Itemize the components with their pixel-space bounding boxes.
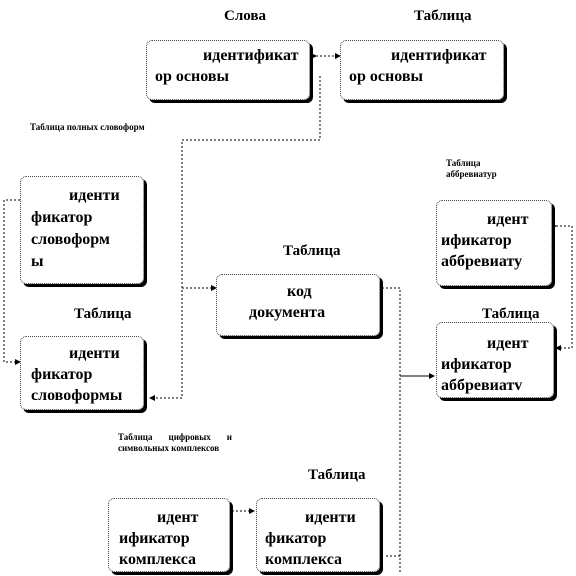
box-complex-1-line1: идент [157,509,199,526]
box-words-base: идентификат ор основы [146,40,310,100]
box-document: код документа [216,274,380,336]
box-words-base-line1: идентификат [203,47,299,64]
title-table-top: Таблица [414,8,472,24]
box-abbr-2-line1: идент [487,335,529,352]
box-abbr-2-line2: ификатор [441,356,512,373]
box-abbr-1: идент ификатор аббревиату [436,200,552,286]
box-abbr-1-line2: ификатор [441,232,512,249]
box-table-base-line1: идентификат [391,47,487,64]
box-abbr-1-line1: идент [487,211,529,228]
box-words-base-line2: ор основы [155,68,229,85]
box-complex-1: идент ификатор комплекса [108,498,230,572]
box-document-line1: код [287,283,312,300]
link-abbr-pair [551,223,573,351]
box-wordform-line1: иденти [69,345,120,362]
box-abbr-2: идент ификатор аббревиатv [436,322,554,398]
box-abbr-1-line3: аббревиату [441,253,523,270]
box-complex-2-line2: фикатор [265,530,327,547]
box-complex-2: иденти фикатор комплекса [256,498,380,572]
box-complex-1-line2: ификатор [119,530,190,547]
box-wordform: иденти фикатор словоформы [20,336,144,410]
box-full-wordform: иденти фикатор словоформ ы [20,176,144,284]
title-doc-table: Таблица [283,243,341,259]
box-full-wordform-line3: словоформ [31,231,110,248]
title-complex-table: Таблица [308,467,366,483]
title-complex: Таблица цифровых и символьных комплексов [118,432,232,453]
link-base-wordform [149,76,321,401]
box-wordform-line3: словоформы [31,387,123,404]
box-table-base: идентификат ор основы [340,40,504,100]
box-document-line2: документа [249,304,326,321]
title-abbr-table: Таблица [482,306,540,322]
title-slova: Слова [224,8,266,24]
link-full-wordform [3,197,25,365]
box-complex-1-line3: комплекса [119,551,197,568]
title-full-forms: Таблица полных словоформ [30,122,145,132]
link-document-right [377,285,401,574]
box-abbr-2-line3: аббревиатv [441,377,523,394]
box-full-wordform-line2: фикатор [31,209,93,226]
title-abbr: Таблица аббревиатур [446,158,497,179]
box-full-wordform-line1: иденти [69,187,120,204]
box-wordform-line2: фикатор [31,366,93,383]
box-table-base-line2: ор основы [349,68,423,85]
box-complex-2-line1: иденти [305,509,356,526]
box-complex-2-line3: комплекса [265,551,343,568]
box-full-wordform-line4: ы [31,253,44,270]
title-wordform-table: Таблица [74,306,132,322]
